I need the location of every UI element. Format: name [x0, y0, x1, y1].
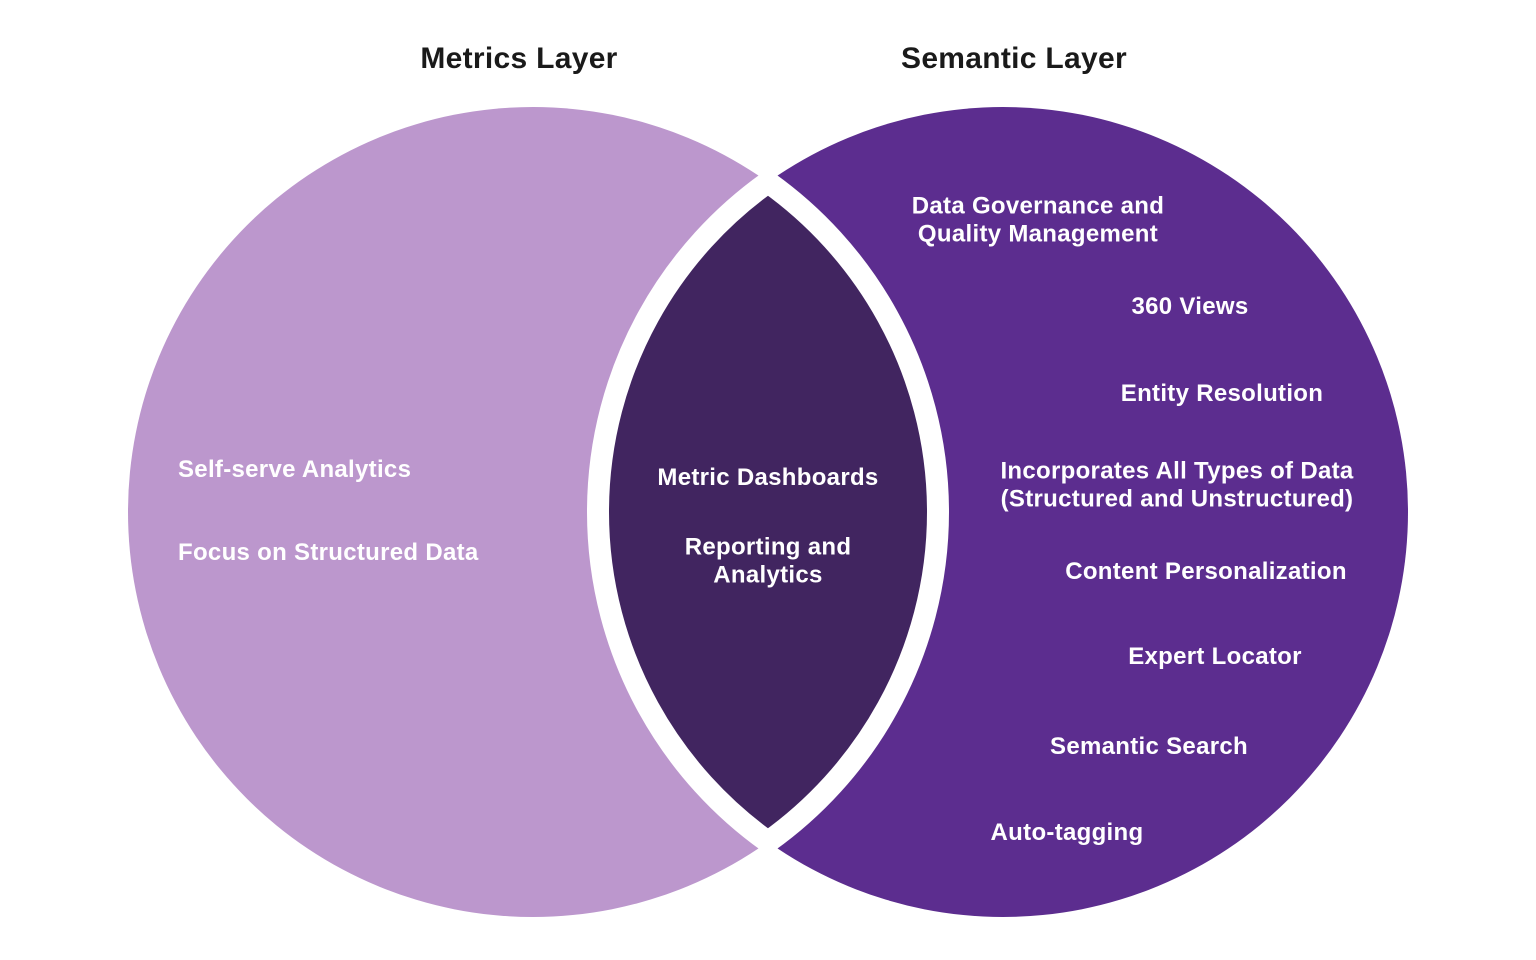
label-focus-on-structured-data: Focus on Structured Data: [178, 538, 479, 566]
label-entity-resolution: Entity Resolution: [1120, 379, 1324, 407]
label-incorporates-all-types-of-data: Incorporates All Types of Data (Structur…: [1000, 457, 1354, 513]
label-self-serve-analytics: Self-serve Analytics: [178, 455, 412, 483]
label-reporting-and-analytics: Reporting and Analytics: [684, 533, 852, 589]
metrics-layer-title: Metrics Layer: [420, 42, 618, 75]
label-metric-dashboards: Metric Dashboards: [657, 463, 879, 491]
label-auto-tagging: Auto-tagging: [990, 818, 1144, 846]
label-semantic-search: Semantic Search: [1050, 732, 1248, 760]
label-content-personalization: Content Personalization: [1065, 557, 1347, 585]
label-data-governance-quality-management: Data Governance and Quality Management: [911, 192, 1165, 248]
semantic-layer-title: Semantic Layer: [901, 42, 1127, 75]
intersection-lens: [587, 171, 949, 853]
label-360-views: 360 Views: [1131, 292, 1249, 320]
label-expert-locator: Expert Locator: [1128, 642, 1302, 670]
